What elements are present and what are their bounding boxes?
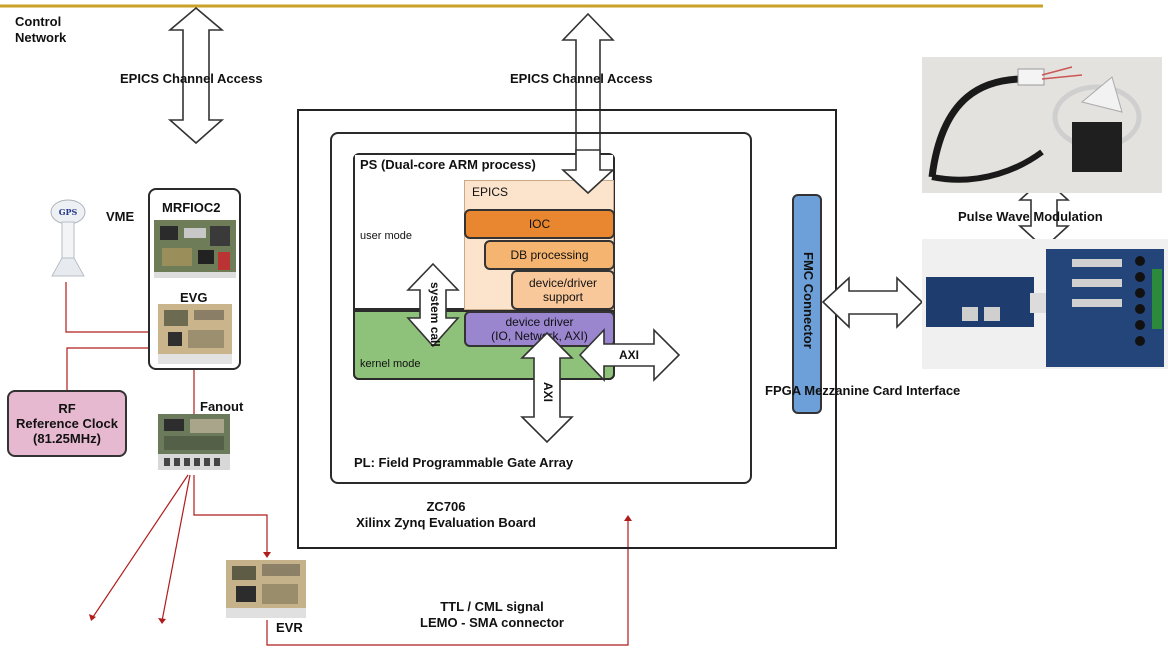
fmc-connector (792, 194, 822, 414)
rf-reference-clock-label: RF Reference Clock (81.25MHz) (16, 401, 118, 446)
db-processing-box: DB processing (484, 240, 615, 270)
ttl-signal-label: TTL / CML signal LEMO - SMA connector (420, 599, 564, 630)
rf-to-evg-line (66, 347, 158, 390)
system-call-label: system call (428, 282, 442, 347)
vme-label: VME (106, 209, 135, 224)
mrfioc2-label: MRFIOC2 (162, 200, 221, 215)
pl-title: PL: Field Programmable Gate Array (354, 455, 574, 470)
pl-fpga-box (330, 132, 752, 484)
kernel-mode-label: kernel mode (360, 358, 421, 370)
fanout-board-image (158, 414, 230, 470)
epics-ca-left-label: EPICS Channel Access (120, 71, 263, 86)
pwm-label: Pulse Wave Modulation (958, 209, 1103, 224)
device-driver-support-box: device/driver support (511, 270, 615, 310)
user-mode-label: user mode (360, 230, 412, 242)
epics-label: EPICS (472, 185, 509, 199)
axi-vertical-label: AXI (541, 382, 555, 403)
gps-text: GPS (59, 207, 78, 217)
mrfioc2-board-image (154, 220, 236, 278)
gps-antenna-icon: GPS (44, 198, 92, 282)
rf-reference-clock-box: RF Reference Clock (81.25MHz) (7, 390, 127, 457)
pwm-device-photo (922, 57, 1162, 193)
evr-board-image (226, 560, 306, 618)
device-driver-label: device driver (IO, Network, AXI) (491, 315, 588, 343)
axi-horizontal-label: AXI (619, 348, 640, 362)
board-label: ZC706 Xilinx Zynq Evaluation Board (356, 499, 536, 530)
gps-to-evg-line (65, 282, 158, 333)
evg-label: EVG (180, 290, 208, 305)
fanout-to-evr-line (193, 475, 268, 556)
ps-title: PS (Dual-core ARM process) (360, 157, 536, 172)
fmc-interface-label: FPGA Mezzanine Card Interface (765, 383, 961, 398)
fmc-connector-label: FMC Connector (801, 252, 816, 349)
control-network-label: Control Network (15, 14, 67, 45)
fmc-board-photo (922, 239, 1168, 369)
ioc-label: IOC (528, 217, 551, 231)
evg-board-image (158, 304, 232, 364)
zc706-board (297, 109, 837, 549)
fanout-branch-mid (161, 474, 191, 622)
device-driver-box: device driver (IO, Network, AXI) (464, 311, 615, 347)
epics-ca-right-label: EPICS Channel Access (510, 71, 653, 86)
fmc-pwm-arrow (821, 276, 924, 329)
db-processing-label: DB processing (510, 248, 589, 262)
ioc-box: IOC (464, 209, 615, 239)
fanout-branch-left (92, 474, 189, 618)
fanout-label: Fanout (200, 399, 244, 414)
evr-label: EVR (276, 620, 303, 635)
device-driver-support-label: device/driver support (528, 276, 598, 304)
